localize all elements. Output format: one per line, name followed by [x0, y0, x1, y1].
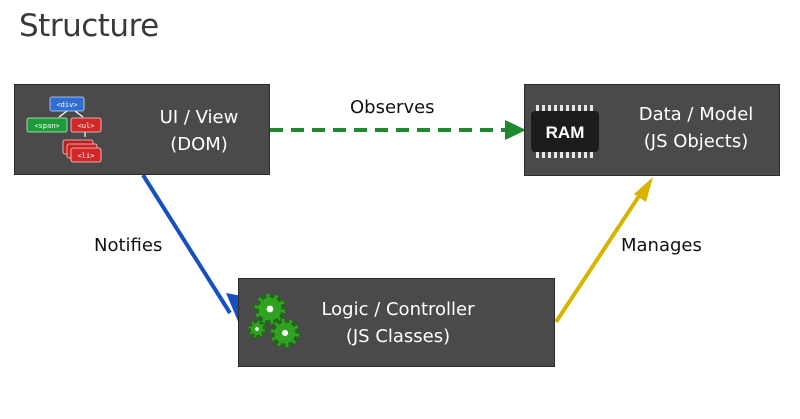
observes-arrow — [270, 120, 526, 140]
controller-title: Logic / Controller — [321, 299, 475, 320]
gears-icon — [247, 292, 301, 349]
manages-label: Manages — [621, 235, 702, 256]
dom-li-tag: <li> — [78, 152, 95, 160]
observes-label: Observes — [350, 97, 435, 118]
ram-chip-icon: RAM — [531, 105, 599, 158]
manages-arrow — [554, 177, 653, 324]
dom-ul-tag: <ul> — [78, 122, 95, 130]
view-subtitle: (DOM) — [170, 134, 228, 155]
model-subtitle: (JS Objects) — [643, 131, 749, 152]
notifies-label: Notifies — [94, 235, 163, 256]
view-node: <div> <span> <ul> <li> UI / View (DOM) — [14, 84, 270, 175]
ram-label: RAM — [546, 123, 585, 142]
dom-tree-icon: <div> <span> <ul> <li> — [26, 96, 102, 163]
dom-span-tag: <span> — [34, 122, 59, 130]
controller-subtitle: (JS Classes) — [345, 326, 451, 347]
page-title: Structure — [19, 8, 159, 44]
controller-node: Logic / Controller (JS Classes) — [238, 278, 555, 367]
view-title: UI / View — [159, 107, 239, 128]
model-title: Data / Model — [638, 104, 754, 125]
model-node: RAM Data / Model (JS Objects) — [524, 84, 780, 176]
dom-div-tag: <div> — [56, 101, 77, 109]
